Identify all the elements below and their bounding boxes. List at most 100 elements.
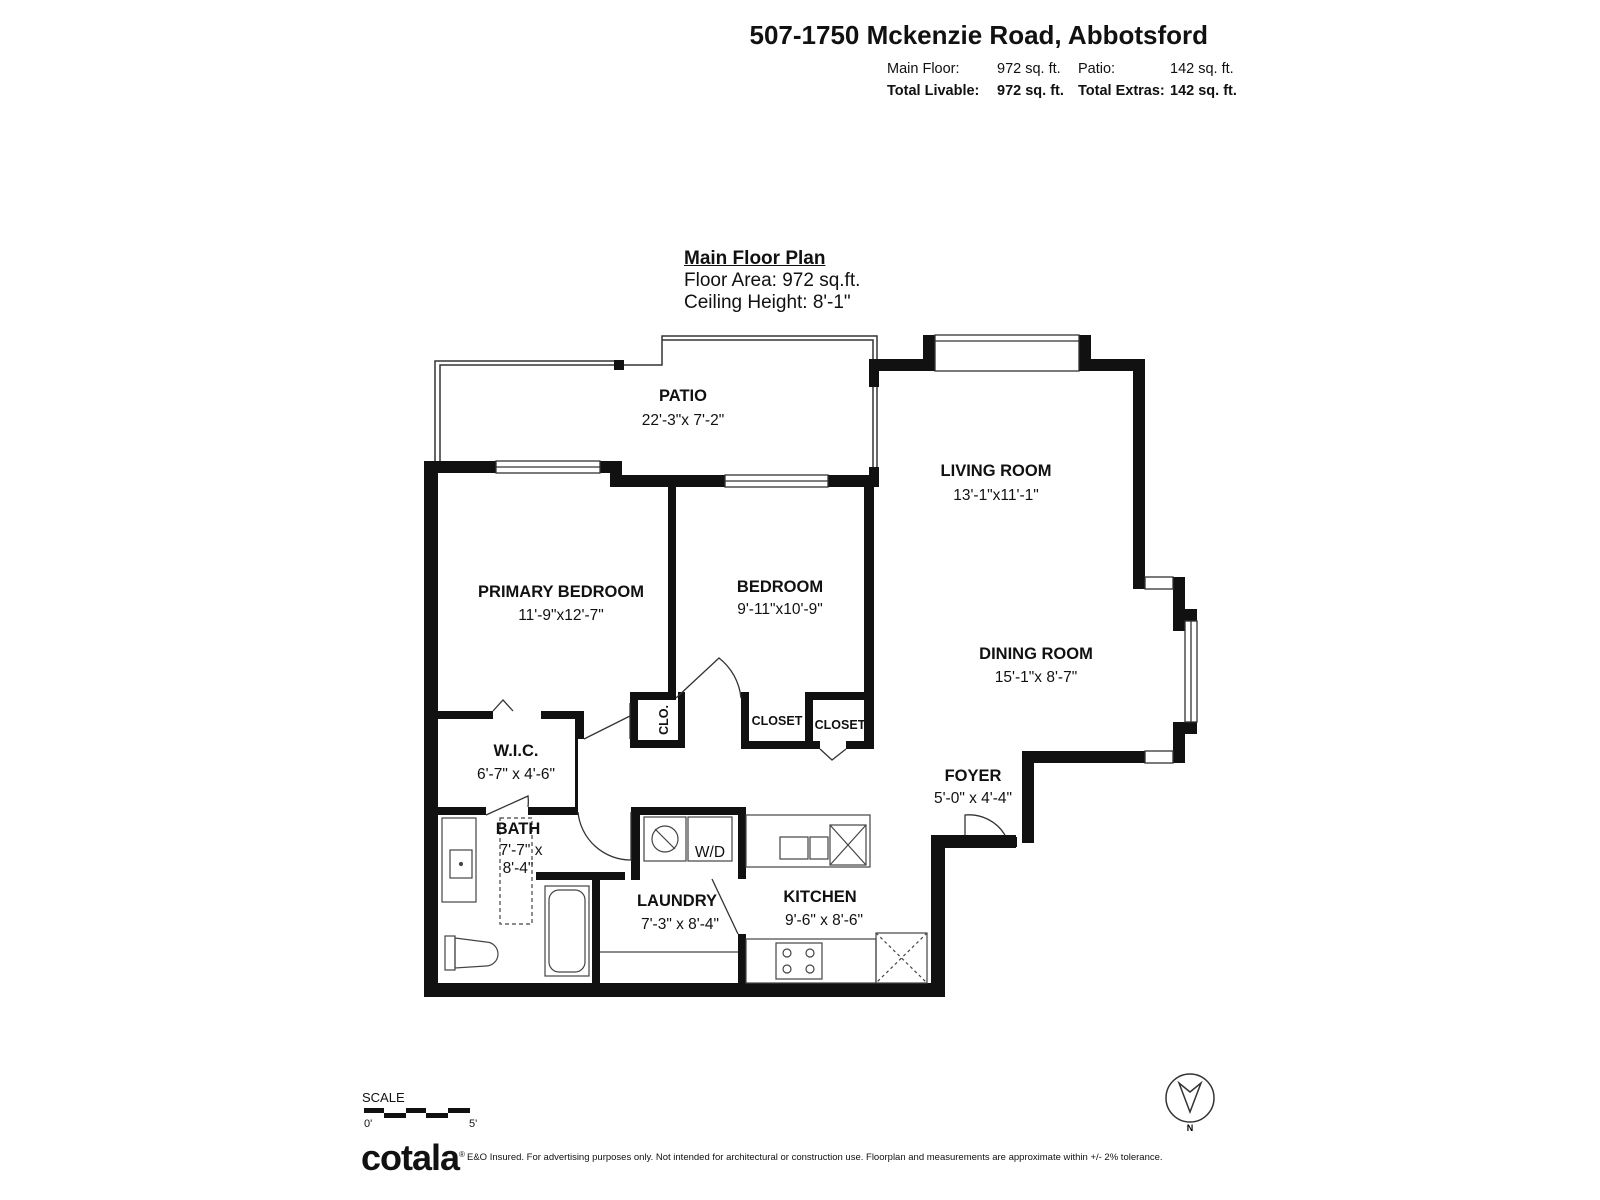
kitchen-sink-left <box>779 836 809 860</box>
kitchen-counter-north <box>745 814 871 868</box>
bedroom-dims: 9'-11"x10'-9" <box>737 601 823 618</box>
scale-seg-2 <box>384 1113 406 1118</box>
foyer-dims: 5'-0" x 4'-4" <box>934 790 1012 807</box>
patio-rail-west-inner <box>439 364 617 461</box>
wall-wic-bottom-e <box>528 807 578 815</box>
wall-laundry-east <box>738 807 746 879</box>
property-address: 507-1750 Mckenzie Road, Abbotsford <box>749 20 1209 50</box>
wd-label: W/D <box>695 844 725 861</box>
windows <box>495 334 1198 764</box>
laundry-name: LAUNDRY <box>637 892 717 910</box>
bath-dims-1: 7'-7" x <box>500 842 543 859</box>
doors <box>485 657 1006 935</box>
wall-primary-ne <box>610 461 622 487</box>
window-east-small-n <box>1144 576 1174 590</box>
washer-dryer-box <box>643 816 687 862</box>
wic-name: W.I.C. <box>494 742 539 760</box>
wall-wic-east <box>575 739 578 812</box>
wall-south <box>424 983 945 997</box>
wall-west <box>424 461 438 997</box>
wall-laundry-east-b <box>738 934 746 983</box>
door-wic-hinge <box>492 699 514 712</box>
primary-dims: 11'-9"x12'-7" <box>518 607 604 624</box>
wall-closet1-bottom <box>741 741 807 749</box>
wall-wic-east-top <box>575 711 584 739</box>
wall-bath-east <box>592 872 600 983</box>
washer-drum-line <box>654 828 676 850</box>
kitchen-name: KITCHEN <box>783 888 856 906</box>
walls <box>424 335 1197 997</box>
fridge <box>875 932 928 984</box>
wall-clo-top <box>630 692 676 700</box>
door-bedroom <box>675 657 742 699</box>
wd-box <box>687 816 733 862</box>
floor-area: Floor Area: 972 sq.ft. <box>684 270 861 291</box>
scale-seg-4 <box>426 1113 448 1118</box>
bathtub <box>544 885 590 977</box>
toilet-bowl <box>454 937 499 969</box>
wall-closet2-top <box>805 692 874 700</box>
living-dims: 13'-1"x11'-1" <box>953 487 1039 504</box>
dining-name: DINING ROOM <box>979 645 1093 663</box>
main-floor-label: Main Floor: <box>887 61 960 77</box>
ceiling-height: Ceiling Height: 8'-1" <box>684 292 851 313</box>
bath-sink <box>449 849 473 879</box>
wall-closet2-bottom-w <box>805 741 820 749</box>
wall-kitchen-east <box>931 835 945 997</box>
scale-start: 0' <box>364 1118 373 1130</box>
kitchen-counter-south <box>745 938 877 984</box>
wall-wic-bottom-w <box>438 807 486 815</box>
wall-clo-west <box>630 692 638 747</box>
closet-1-label: CLOSET <box>752 714 803 728</box>
north-arrow-icon <box>1177 1080 1203 1115</box>
door-wic <box>485 795 529 816</box>
main-floor-value: 972 sq. ft. <box>997 61 1061 77</box>
wall-living-nw <box>869 359 879 387</box>
bedroom-name: BEDROOM <box>737 578 823 596</box>
compass: N <box>1165 1073 1215 1133</box>
wall-dining-south <box>1022 751 1185 763</box>
brand-mark: ® <box>459 1150 465 1159</box>
patio-label: Patio: <box>1078 61 1116 77</box>
patio-outline <box>434 335 878 467</box>
toilet-tank <box>444 935 456 971</box>
dining-dims: 15'-1"x 8'-7" <box>995 669 1077 686</box>
room-labels: PATIO 22'-3"x 7'-2" LIVING ROOM 13'-1"x1… <box>477 387 1093 933</box>
clo-label: CLO. <box>657 705 671 735</box>
wall-living-north-w <box>869 359 935 371</box>
door-bath <box>577 811 632 861</box>
wall-living-east <box>1133 359 1145 589</box>
dishwasher <box>829 824 867 866</box>
bath-counter-dash <box>499 817 533 925</box>
plan-title: Main Floor Plan <box>684 248 826 269</box>
patio-rail-north-inner <box>662 339 874 359</box>
wall-foyer-south <box>931 835 1016 848</box>
total-livable-value: 972 sq. ft. <box>997 83 1064 99</box>
compass-ring <box>1165 1073 1215 1123</box>
brand-name: cotala <box>361 1137 460 1178</box>
total-extras-value: 142 sq. ft. <box>1170 83 1237 99</box>
patio-post <box>614 360 624 370</box>
scale-seg-5 <box>448 1108 470 1113</box>
scale-bar <box>364 1108 470 1118</box>
wall-bath-east-top <box>536 872 625 880</box>
plan-header: Main Floor Plan Floor Area: 972 sq.ft. C… <box>684 248 860 314</box>
wall-closet2-bottom-e <box>846 741 874 749</box>
kitchen-dims: 9'-6" x 8'-6" <box>785 912 863 929</box>
patio-rail-north <box>617 335 878 366</box>
burner-2 <box>805 948 815 958</box>
wall-living-north-e <box>1079 359 1145 371</box>
closet-2-label: CLOSET <box>815 718 866 732</box>
bathtub-inner <box>548 889 586 973</box>
patio-value: 142 sq. ft. <box>1170 61 1234 77</box>
kitchen-sink-right <box>809 836 829 860</box>
wall-bay-s-jog <box>1173 722 1197 734</box>
wic-dims: 6'-7" x 4'-6" <box>477 766 555 783</box>
door-closet2 <box>819 748 847 761</box>
wall-living-north-ej <box>1079 335 1091 371</box>
patio-rail-west <box>434 360 618 461</box>
door-laundry <box>711 878 739 935</box>
living-name: LIVING ROOM <box>941 462 1052 480</box>
wall-foyer-east <box>1022 751 1034 843</box>
